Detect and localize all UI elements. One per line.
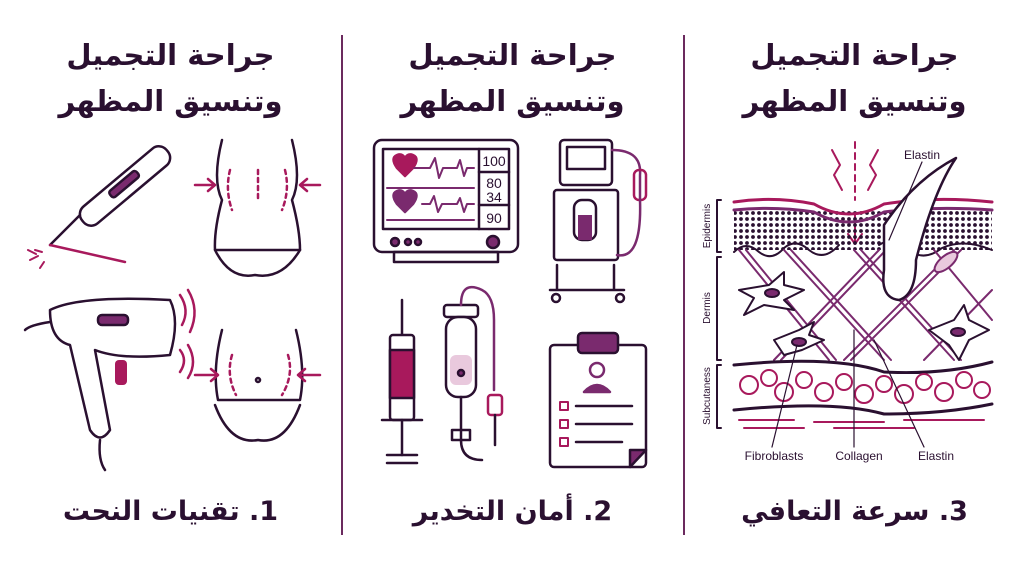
title-line-2: وتنسيق المظهر	[400, 84, 625, 118]
skin-layers-diagram: Epidermis Dermis Subcutaness Elastin Fib…	[702, 141, 994, 463]
panel-recovery: جراحة التجميل وتنسيق المظهر	[684, 0, 1024, 572]
panel-anesthesia: جراحة التجميل وتنسيق المظهر 100 80 34 90	[342, 0, 683, 572]
monitor-reading: 34	[486, 189, 502, 205]
title-line-1: جراحة التجميل	[66, 38, 275, 72]
title-line-1: جراحة التجميل	[750, 38, 959, 72]
label-collagen: Collagen	[835, 449, 882, 463]
title-line-2: وتنسيق المظهر	[58, 84, 283, 118]
syringe-icon	[380, 298, 424, 465]
layer-label-epidermis: Epidermis	[702, 204, 713, 248]
layer-brackets	[716, 199, 722, 429]
fibroblast-cells	[738, 271, 990, 361]
title-line-2: وتنسيق المظهر	[742, 84, 967, 118]
panel-title: جراحة التجميل وتنسيق المظهر	[684, 32, 1024, 124]
panel-caption: 1. تقنيات النحت	[62, 496, 279, 527]
divider	[683, 35, 685, 535]
ultrasound-device-icon	[23, 288, 196, 472]
panel-title: جراحة التجميل وتنسيق المظهر	[342, 32, 683, 124]
label-fibroblasts: Fibroblasts	[745, 449, 804, 463]
title-line-1: جراحة التجميل	[408, 38, 617, 72]
monitor-reading: 90	[486, 210, 502, 226]
label-elastin-top: Elastin	[904, 148, 940, 162]
leader-lines	[771, 161, 925, 448]
body-contouring-icon	[193, 138, 322, 277]
iv-drip-icon	[442, 285, 504, 462]
fat-cells	[739, 369, 991, 404]
label-elastin-bottom: Elastin	[918, 449, 954, 463]
panel-caption: 2. أمان التخدير	[412, 496, 613, 527]
panel-sculpting: جراحة التجميل وتنسيق المظهر	[0, 0, 341, 572]
waist-slimming-icon	[193, 328, 322, 442]
sculpting-illustrations	[23, 138, 322, 472]
laser-pen-icon	[27, 145, 172, 269]
patient-clipboard-icon	[548, 331, 648, 469]
anesthesia-machine-icon	[548, 138, 648, 304]
anesthesia-illustrations: 100 80 34 90	[372, 138, 648, 469]
layer-label-subcutaness: Subcutaness	[702, 367, 713, 425]
vital-signs-monitor-icon	[372, 138, 520, 264]
monitor-reading: 100	[482, 153, 506, 169]
panel-caption: 3. سرعة التعافي	[741, 496, 968, 527]
panel-title: جراحة التجميل وتنسيق المظهر	[0, 32, 341, 124]
divider	[341, 35, 343, 535]
layer-label-dermis: Dermis	[702, 292, 713, 324]
monitor-reading: 80	[486, 175, 502, 191]
